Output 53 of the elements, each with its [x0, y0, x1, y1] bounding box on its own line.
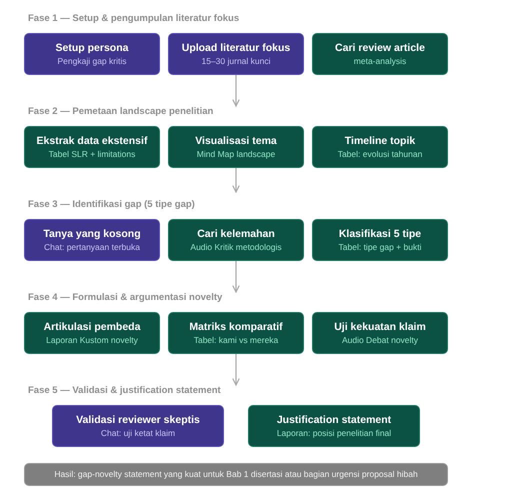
- result-bar: [24, 463, 448, 486]
- step-subtitle: Pengkaji gap kritis: [58, 56, 126, 66]
- step-title: Timeline topik: [344, 134, 416, 148]
- step-subtitle: Tabel: evolusi tahunan: [338, 148, 422, 160]
- step-title: Uji kekuatan klaim: [334, 320, 426, 334]
- step-subtitle: Mind Map landscape: [196, 148, 276, 160]
- step-title: Tanya yang kosong: [43, 228, 141, 240]
- step-title: Cari kelemahan: [197, 228, 275, 240]
- step-title: Justification statement: [276, 414, 392, 426]
- step-subtitle: Tabel: tipe gap + bukti: [338, 242, 422, 252]
- step-box: [168, 219, 304, 261]
- step-subtitle: Laporan: posisi penelitian final: [276, 428, 392, 438]
- step-subtitle: Chat: uji ketat klaim: [100, 428, 176, 438]
- phase-heading: Fase 5 — Validasi & justification statement: [28, 385, 240, 396]
- step-subtitle: meta-analysis: [354, 56, 406, 66]
- step-title: Cari review article: [335, 42, 425, 54]
- step-title: Setup persona: [56, 42, 128, 54]
- phase-heading: Fase 1 — Setup & pengumpulan literatur fokus: [28, 13, 240, 24]
- step-title: Visualisasi tema: [195, 134, 277, 148]
- phase-heading: Fase 3 — Identifikasi gap (5 tipe gap): [28, 199, 240, 210]
- step-subtitle: Laporan Kustom novelty: [46, 334, 138, 346]
- step-box: [24, 33, 160, 75]
- step-box: [168, 33, 304, 75]
- step-subtitle: Audio Debat novelty: [342, 334, 418, 346]
- arrow: [232, 168, 240, 193]
- step-box: [24, 219, 160, 261]
- step-box: [24, 126, 160, 168]
- arrow: [232, 75, 240, 107]
- step-subtitle: Audio Kritik metodologis: [190, 242, 282, 252]
- arrow: [232, 354, 240, 386]
- step-title: Validasi reviewer skeptis: [76, 414, 200, 426]
- step-title: Upload literatur fokus: [182, 42, 290, 54]
- step-box: [24, 312, 160, 354]
- step-title: Ekstrak data ekstensif: [36, 134, 148, 148]
- phase-heading: Fase 2 — Pemetaan landscape penelitian: [28, 106, 240, 117]
- step-box: [312, 33, 448, 75]
- phase-heading: Fase 4 — Formulasi & argumentasi novelty: [28, 292, 240, 303]
- arrow: [232, 261, 240, 293]
- step-subtitle: 15–30 jurnal kunci: [202, 56, 270, 66]
- step-box: [248, 405, 420, 447]
- step-title: Matriks komparatif: [189, 320, 283, 334]
- step-subtitle: Chat: pertanyaan terbuka: [44, 242, 140, 252]
- step-title: Klasifikasi 5 tipe: [338, 228, 422, 240]
- step-subtitle: Tabel SLR + limitations: [48, 148, 136, 160]
- step-box: [312, 126, 448, 168]
- step-box: [168, 312, 304, 354]
- step-title: Artikulasi pembeda: [44, 320, 140, 334]
- step-box: [52, 405, 224, 447]
- step-box: [168, 126, 304, 168]
- step-subtitle: Tabel: kami vs mereka: [194, 334, 278, 346]
- step-box: [312, 219, 448, 261]
- result-text: Hasil: gap-novelty statement yang kuat untuk Bab 1 disertasi atau bagian urgensi proposal hibah: [54, 469, 418, 480]
- step-box: [312, 312, 448, 354]
